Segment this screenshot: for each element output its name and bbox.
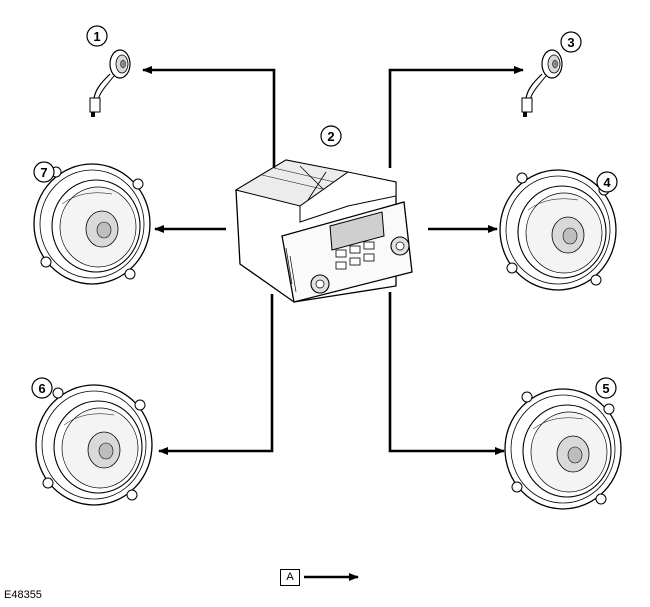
arrow-to-tweeter-left [142,66,276,168]
callout-4: 4 [596,171,618,193]
callout-1: 1 [86,25,108,47]
callout-5-label: 5 [602,381,609,396]
callout-1-label: 1 [93,29,100,44]
arrow-to-speaker-rear-right [388,292,505,455]
signal-arrows [142,66,524,581]
callout-2-label: 2 [327,129,334,144]
arrow-to-tweeter-right [388,66,524,168]
callout-7: 7 [33,161,55,183]
callout-3: 3 [560,31,582,53]
tweeter-right [521,49,563,118]
callout-3-label: 3 [567,35,574,50]
callout-6-label: 6 [38,381,45,396]
tweeter-left [89,49,131,118]
legend-label-box: A [280,569,300,586]
speaker-rear-left [35,384,153,506]
callout-4-label: 4 [603,175,611,190]
figure-id: E48355 [4,589,42,601]
arrow-to-speaker-rear-left [158,294,274,455]
callout-2: 2 [320,125,342,147]
callout-7-label: 7 [40,165,47,180]
speaker-front-left [33,163,151,285]
callout-6: 6 [31,377,53,399]
speaker-rear-right [504,388,622,510]
callout-5: 5 [595,377,617,399]
head-unit [234,159,413,303]
